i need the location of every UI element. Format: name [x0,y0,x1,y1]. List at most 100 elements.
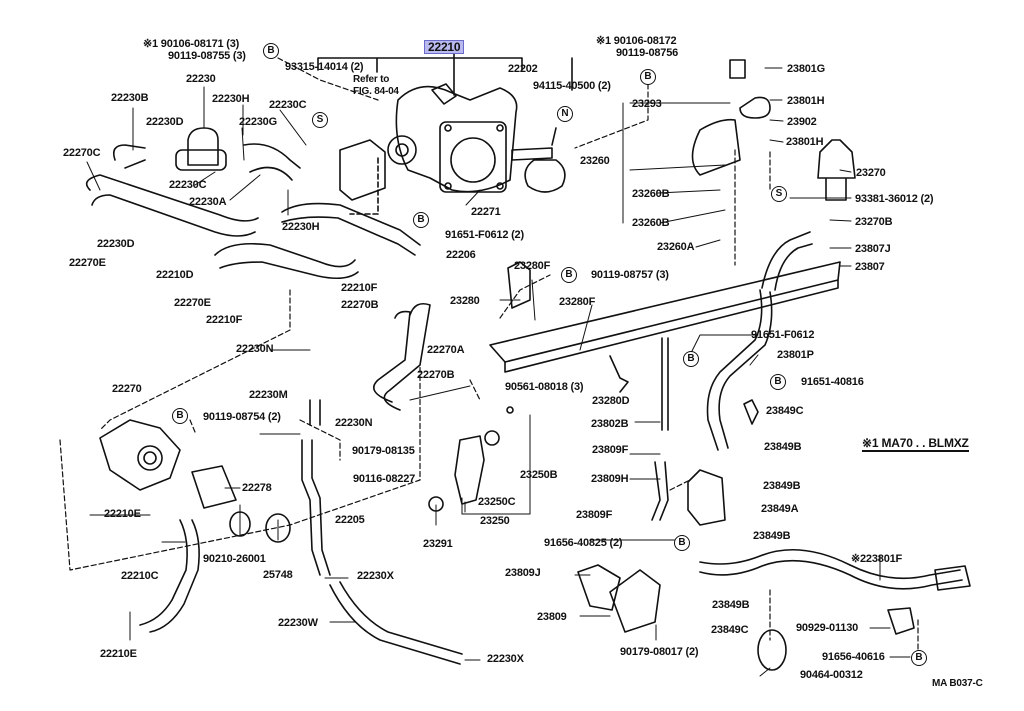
part-label[interactable]: 22230G [239,116,277,128]
part-label[interactable]: 90116-08227 [353,473,416,485]
part-label[interactable]: ※223801F [851,553,903,565]
part-label[interactable]: 23801H [787,95,825,107]
clamp-90929 [887,607,915,635]
part-label[interactable]: 22210E [104,508,141,520]
part-label[interactable]: 23849B [764,441,802,453]
part-label[interactable]: 90119-08756 [616,47,679,59]
part-label[interactable]: 22230H [212,93,250,105]
part-label[interactable]: 22270E [174,297,211,309]
part-label[interactable]: 23807J [855,243,891,255]
part-label[interactable]: 22230W [278,617,318,629]
part-label[interactable]: 93381-36012 (2) [855,193,934,205]
part-label[interactable]: 22210C [121,570,159,582]
part-label[interactable]: 22230D [97,238,135,250]
part-label[interactable]: 23280D [592,395,630,407]
part-label[interactable]: 22270 [112,383,142,395]
pulsation-damper-23260 [691,118,741,176]
part-label[interactable]: 22210F [206,314,243,326]
part-label[interactable]: 22270C [63,147,101,159]
part-label[interactable]: 22270B [417,369,455,381]
part-label[interactable]: 25748 [263,569,293,581]
part-label[interactable]: 90210-26001 [203,553,266,565]
part-label[interactable]: 22230M [249,389,288,401]
part-label[interactable]: 22230B [111,92,149,104]
part-label[interactable]: 23801P [777,349,814,361]
part-label[interactable]: 23280F [514,260,551,272]
part-label[interactable]: 23801H [786,136,824,148]
fuel-rail-23807 [489,261,841,373]
part-label[interactable]: 23260B [632,217,670,229]
part-label[interactable]: 22230H [282,221,320,233]
part-label[interactable]: 22230N [236,343,274,355]
part-label[interactable]: 23809H [591,473,629,485]
part-label[interactable]: 90119-08757 (3) [591,269,669,281]
part-label[interactable]: ※1 90106-08171 (3) [143,38,240,50]
part-label[interactable]: 22210D [156,269,194,281]
part-label[interactable]: 22230X [487,653,524,665]
part-label[interactable]: 22230C [269,99,307,111]
part-label[interactable]: 22230A [189,196,227,208]
part-label[interactable]: 23849B [763,480,801,492]
part-label[interactable]: 91656-40825 (2) [544,537,623,549]
part-label[interactable]: 23807 [855,261,885,273]
part-label[interactable]: 22278 [242,482,272,494]
part-label[interactable]: 91651-F0612 [751,329,815,341]
part-label[interactable]: 23801G [787,63,825,75]
part-label[interactable]: 23250B [520,469,558,481]
part-label[interactable]: 22270E [69,257,106,269]
part-label[interactable]: 94115-40500 (2) [533,80,611,92]
part-label[interactable]: 23270B [855,216,893,228]
part-label[interactable]: 23802B [591,418,629,430]
part-label[interactable]: 23849C [711,624,749,636]
part-label[interactable]: 23293 [632,98,662,110]
part-label[interactable]: 22271 [471,206,501,218]
refer-to-figure[interactable]: FIG. 84-04 [353,86,399,97]
part-label[interactable]: 22230 [186,73,216,85]
part-label[interactable]: 22202 [508,63,538,75]
part-label[interactable]: 22205 [335,514,365,526]
part-label[interactable]: 23250 [480,515,510,527]
bolt-23280D [609,355,629,393]
part-label[interactable]: 22270B [341,299,379,311]
part-label[interactable]: 23849C [766,405,804,417]
part-label[interactable]: 91656-40616 [822,651,885,663]
part-label[interactable]: 23270 [856,167,886,179]
part-label[interactable]: 90119-08755 (3) [168,50,246,62]
part-label[interactable]: 23849A [761,503,799,515]
part-label[interactable]: 22270A [427,344,465,356]
part-label[interactable]: 90179-08017 (2) [620,646,699,658]
part-label[interactable]: 23809 [537,611,567,623]
part-label[interactable]: 23250C [478,496,516,508]
part-label[interactable]: 22206 [446,249,476,261]
part-label[interactable]: 22230C [169,179,207,191]
part-label[interactable]: 90464-00312 [800,669,863,681]
part-label[interactable]: 22210F [341,282,378,294]
pipe-23807-to-regulator [761,231,813,291]
part-label[interactable]: 23809F [576,509,613,521]
part-label[interactable]: 23902 [787,116,817,128]
part-label[interactable]: 23849B [753,530,791,542]
part-label[interactable]: 23260A [657,241,695,253]
part-label[interactable]: 22230N [335,417,373,429]
part-label[interactable]: ※1 90106-08172 [596,35,677,47]
part-label[interactable]: 23280F [559,296,596,308]
part-label[interactable]: 90929-01130 [796,622,859,634]
part-label[interactable]: 93315-14014 (2) [285,61,364,73]
part-label[interactable]: 90119-08754 (2) [203,411,281,423]
part-label-22210-assembly[interactable]: 22210 [424,40,465,54]
part-label[interactable]: 91651-40816 [801,376,864,388]
part-label[interactable]: 23280 [450,295,480,307]
part-label[interactable]: 22230X [357,570,394,582]
part-label[interactable]: 23809J [505,567,541,579]
part-label[interactable]: 22210E [100,648,137,660]
part-label[interactable]: 23809F [592,444,629,456]
hose-22230B [112,144,146,169]
part-label[interactable]: 90179-08135 [352,445,415,457]
part-label[interactable]: 90561-08018 (3) [505,381,584,393]
part-label[interactable]: 23260B [632,188,670,200]
part-label[interactable]: 23260 [580,155,610,167]
part-label[interactable]: 23291 [423,538,453,550]
part-label[interactable]: 91651-F0612 (2) [445,229,524,241]
part-label[interactable]: 23849B [712,599,750,611]
part-label[interactable]: 22230D [146,116,184,128]
